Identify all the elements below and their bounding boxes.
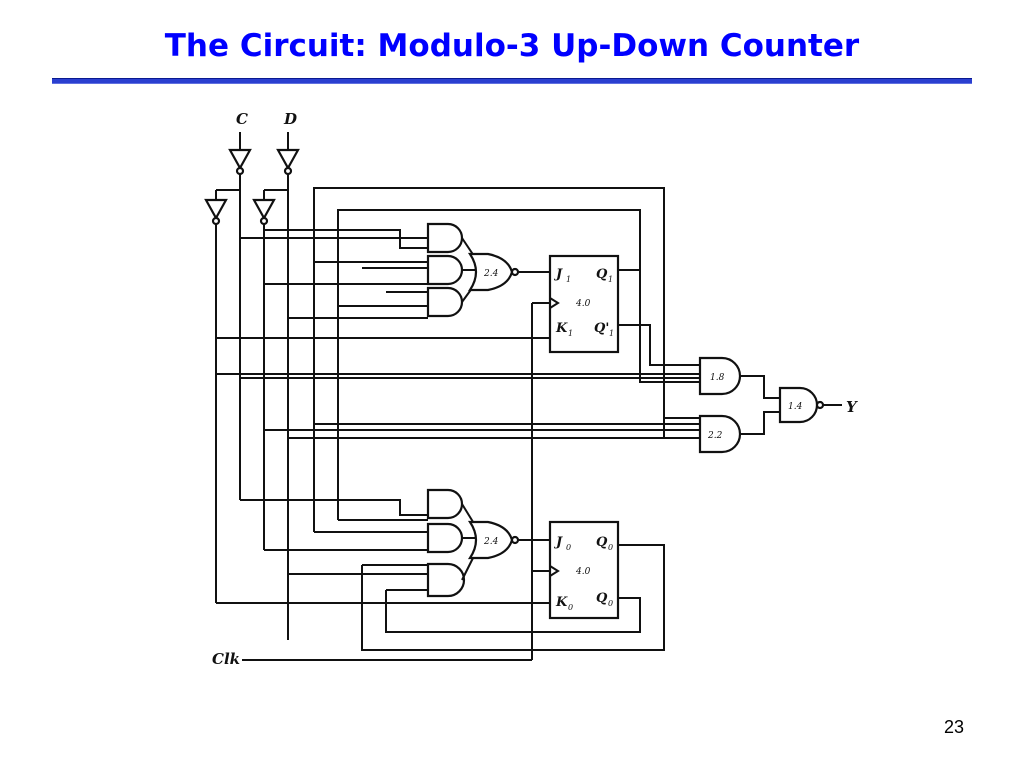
flipflop-1: J 1 K 1 Q 1 Q' 1 4.0 (548, 254, 620, 354)
ff1-qn-sub: 1 (609, 329, 614, 338)
output-label-y: Y (846, 398, 858, 416)
feedback-wires (313, 187, 700, 651)
top-and-gate-3 (426, 286, 464, 318)
bottom-and-gate-2 (426, 522, 464, 554)
ff0-q: Q (596, 535, 608, 550)
output-nand-gate: 1.4 (778, 386, 825, 424)
ff1-qn: Q' (594, 321, 609, 336)
ff0-j-sub: 0 (566, 543, 571, 552)
ff0-q-sub: 0 (608, 543, 613, 552)
and-upper-delay: 1.8 (710, 373, 725, 383)
ff0-qn: Q (596, 591, 608, 606)
bottom-gate-input-wires (216, 499, 550, 604)
top-gate-input-wires (240, 229, 428, 319)
bottom-and-gate-1 (426, 488, 464, 520)
input-label-c: C (236, 110, 248, 128)
slide-title: The Circuit: Modulo-3 Up-Down Counter (164, 28, 860, 64)
bottom-and-gate-3 (426, 562, 466, 598)
inverter-d (276, 132, 300, 176)
bottom-nor-gate: 2.4 (467, 520, 520, 560)
ff0-delay: 4.0 (575, 567, 591, 577)
ff0-j: J (553, 535, 563, 550)
and-gate-lower: 2.2 (698, 414, 742, 454)
nand-delay: 1.4 (788, 402, 803, 412)
and-lower-delay: 2.2 (707, 431, 723, 441)
ff1-j: J (553, 267, 563, 282)
ff1-q: Q (596, 267, 608, 282)
ff0-k: K (555, 595, 568, 610)
clock-wire (242, 302, 550, 661)
ff0-k-sub: 0 (568, 603, 573, 612)
ff1-k-sub: 1 (568, 329, 573, 338)
inverter-c (228, 132, 252, 176)
ff1-j-sub: 1 (566, 275, 571, 284)
inverter-d-not (252, 189, 288, 226)
ff1-k: K (555, 321, 568, 336)
top-nor-delay: 2.4 (483, 269, 499, 279)
flipflop-0: J 0 K 0 Q 0 Q 0 4.0 (548, 520, 620, 620)
and-gate-upper: 1.8 (698, 356, 742, 396)
ff1-delay: 4.0 (575, 299, 591, 309)
top-and-gate-2 (426, 254, 464, 286)
page-number: 23 (943, 717, 964, 737)
inverter-c-not (204, 189, 240, 226)
ff1-q-sub: 1 (608, 275, 613, 284)
input-label-clk: Clk (212, 650, 240, 668)
title-underline (52, 78, 972, 84)
input-label-d: D (283, 110, 297, 128)
middle-wires (216, 373, 700, 439)
top-and-gate-1 (426, 222, 464, 254)
ff0-qn-sub: 0 (608, 599, 613, 608)
bottom-nor-delay: 2.4 (483, 537, 499, 547)
top-nor-gate: 2.4 (467, 252, 520, 292)
